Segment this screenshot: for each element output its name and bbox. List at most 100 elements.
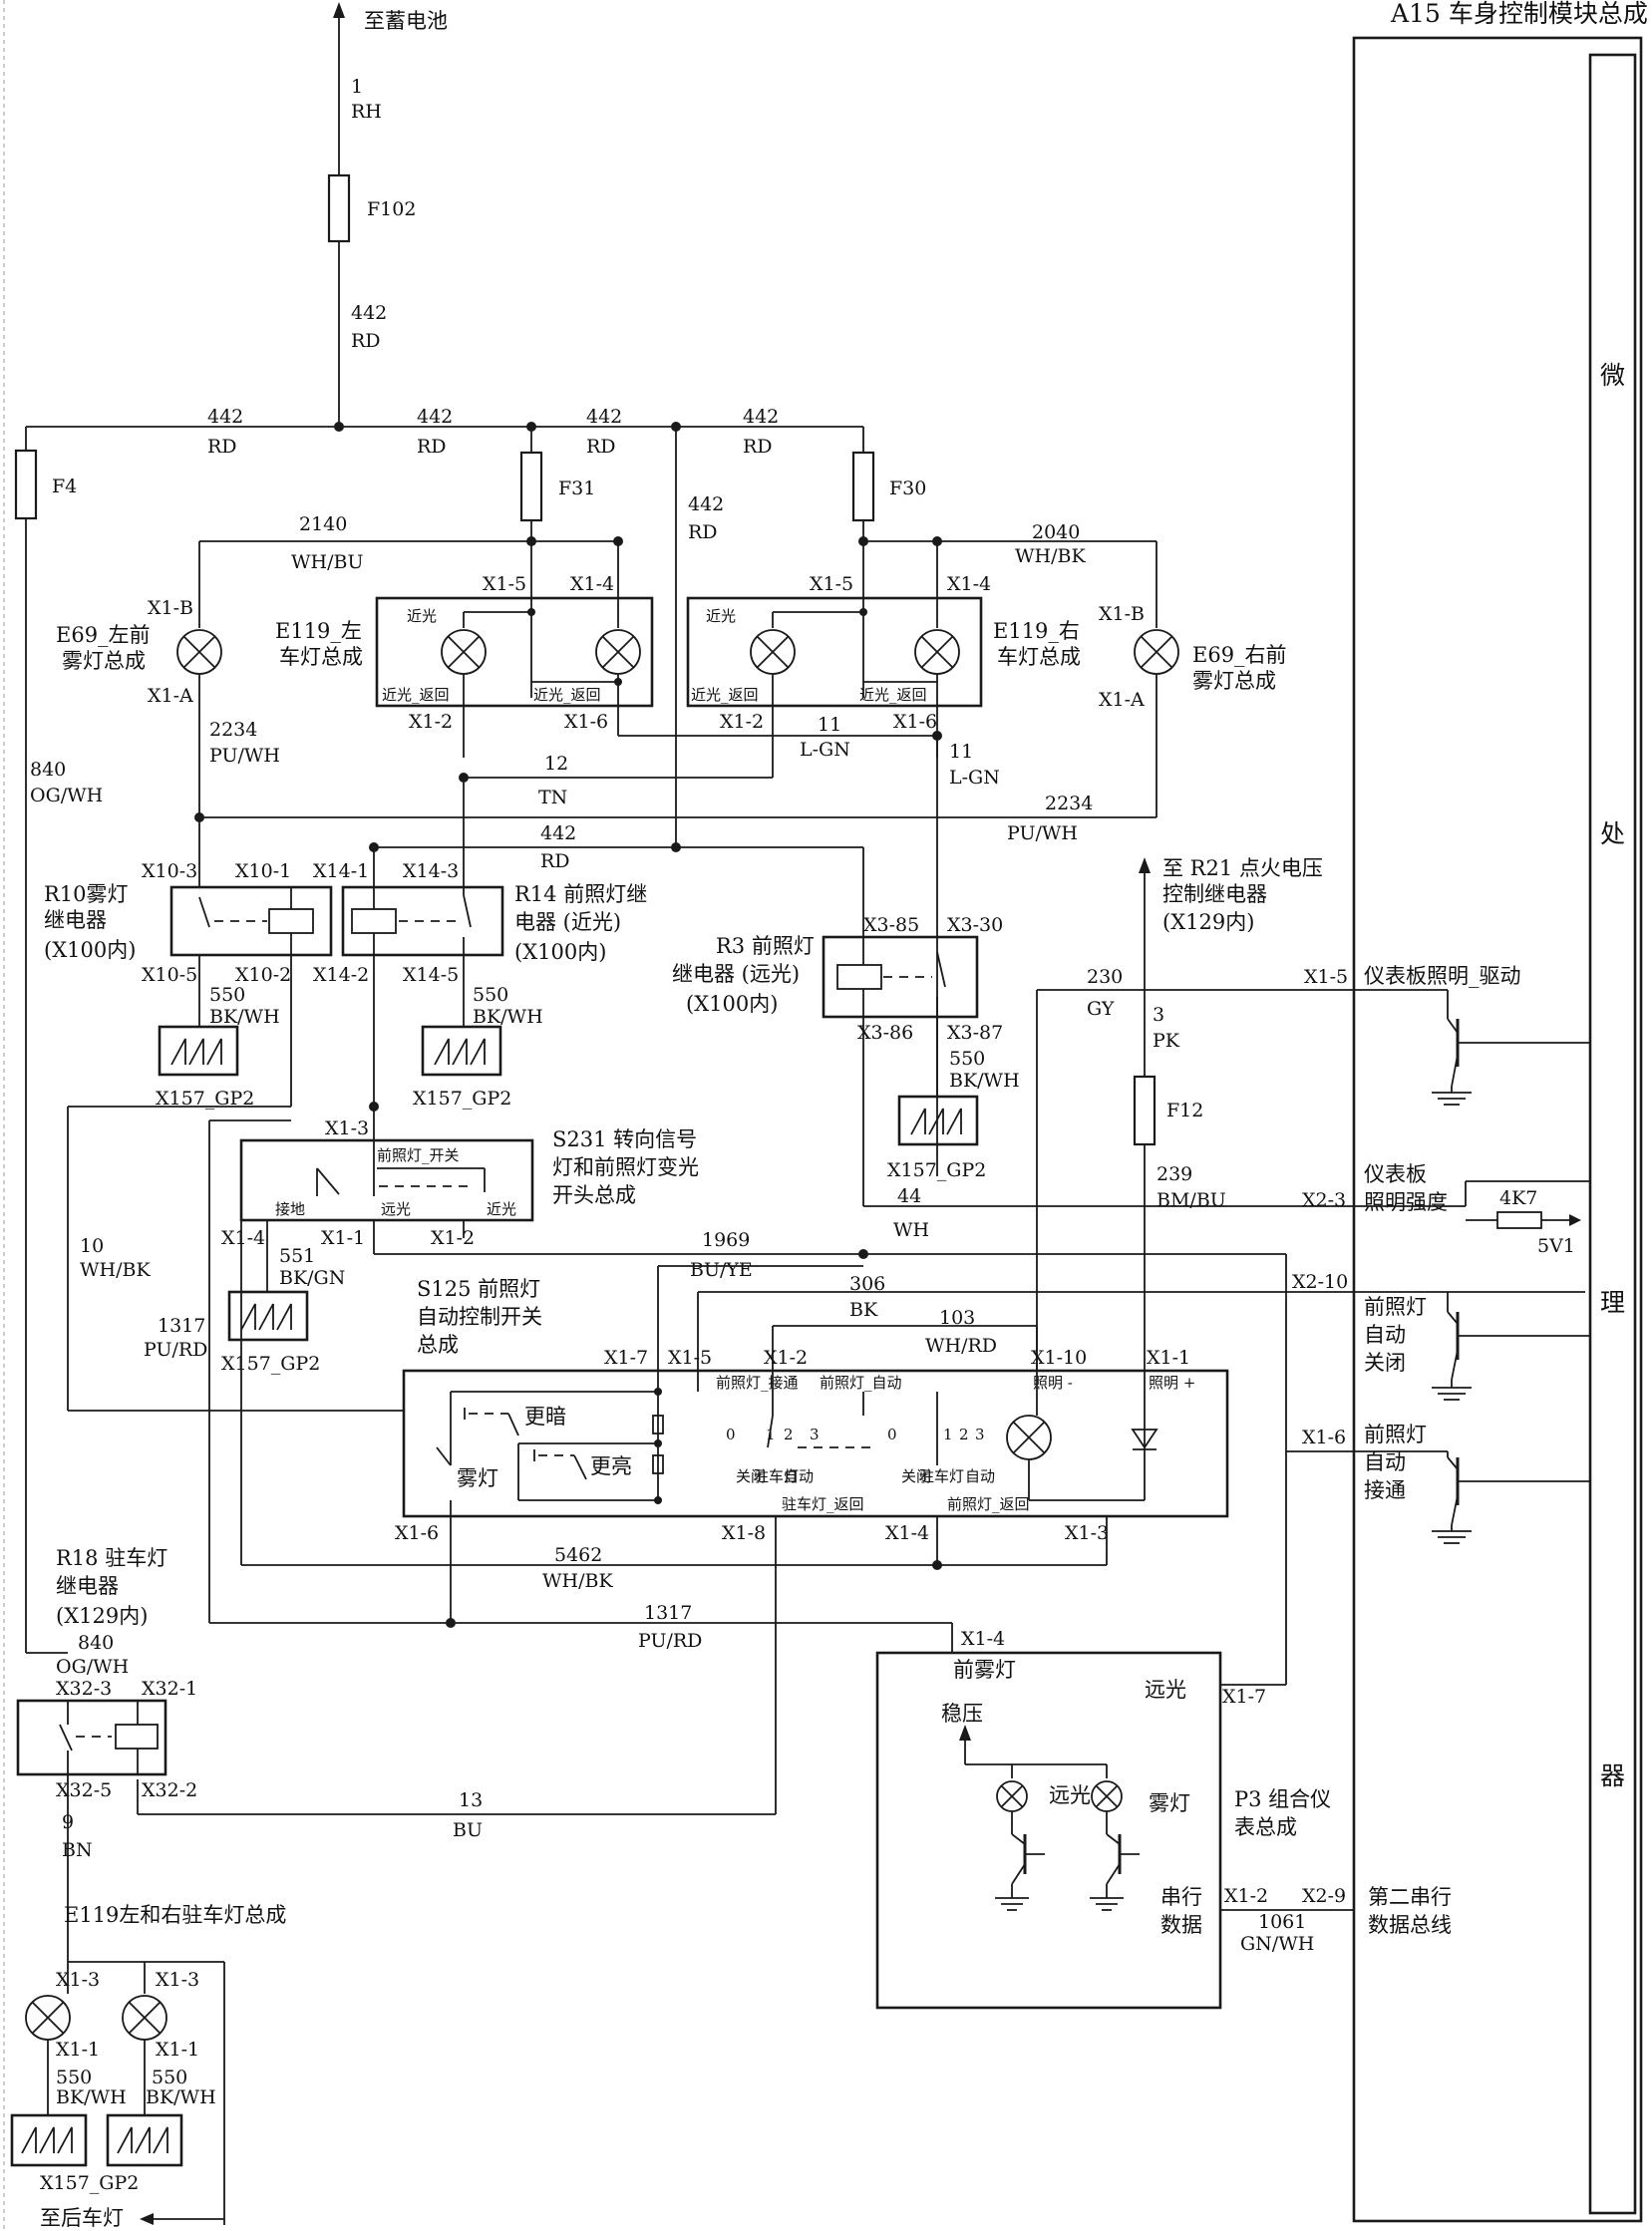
bus-rd-c: RD: [586, 436, 616, 458]
s125-off-2: 关闭: [901, 1467, 931, 1485]
e69l-pin-a: X1-A: [148, 685, 193, 707]
s125-q1: 1: [943, 1426, 953, 1443]
bcm-x210: X2-10: [1292, 1271, 1348, 1293]
bcm-res: 4K7: [1499, 1187, 1537, 1209]
park-l-550: 550: [56, 2067, 92, 2088]
bcm-head-off-3: 关闭: [1364, 1351, 1406, 1375]
battery-pin-name: RH: [351, 101, 382, 123]
bus-442-c: 442: [586, 406, 622, 428]
r10-label-2: 继电器: [44, 908, 107, 932]
s231-label-1: S231 转向信号: [552, 1127, 697, 1151]
relay-r10: X10-3 X10-1 X10-5 X10-2 R10雾灯 继电器 (X100内…: [44, 817, 333, 1411]
p3-box: [875, 1651, 1222, 2010]
bcm-head-on-1: 前照灯: [1364, 1423, 1427, 1446]
e69r-pin-a: X1-A: [1099, 689, 1145, 711]
wire-442-label: 442: [351, 302, 387, 324]
fuse-f102: [327, 173, 351, 243]
r3-x330: X3-30: [947, 914, 1003, 936]
park-l-x11: X1-1: [56, 2039, 100, 2061]
bus-442-b: 442: [417, 406, 453, 428]
park-l-bkwh: BK/WH: [56, 2086, 127, 2108]
dash-illum-drive: 230 GY X1-5 仪表板照明_驱动: [1036, 964, 1590, 1371]
r21-label-2: 控制继电器: [1162, 882, 1267, 906]
s125-park-2: 驻车灯: [919, 1467, 964, 1485]
park-r-550: 550: [152, 2067, 187, 2088]
wire-tn: TN: [538, 787, 567, 808]
e119r-x16: X1-6: [893, 711, 937, 733]
wire-306: 306 BK X2-10: [697, 1271, 1585, 1371]
e119l-x15: X1-5: [483, 573, 526, 595]
e119l-near-ret2: 近光_返回: [533, 686, 601, 704]
r18-label-1: R18 驻车灯: [56, 1546, 167, 1570]
wire-44: 44: [897, 1185, 921, 1207]
s125-x13: X1-3: [1065, 1522, 1109, 1544]
battery-label: 至蓄电池: [364, 9, 448, 33]
switch-s125: S125 前照灯 自动控制开关 总成 X1-7 X1-5 X1-2 X1-10 …: [395, 1277, 1229, 1544]
park-r-x13: X1-3: [156, 1969, 199, 1991]
bus-442-d: 442: [743, 406, 779, 428]
wire-1317-a: 1317: [158, 1315, 205, 1337]
s125-x17: X1-7: [604, 1347, 648, 1369]
headlamp-left: X1-5 X1-4 近光 近光_返回 近光_返回 X1-2 X1-6 E119_…: [275, 541, 654, 758]
e69r-pin-b: X1-B: [1099, 603, 1145, 625]
ignition-feed: 至 R21 点火电压 控制继电器 (X129内) 3 PK F12 239 BM…: [1133, 856, 1323, 1371]
p3-high: 远光: [1049, 1783, 1091, 1807]
s125-q2: 2: [959, 1426, 969, 1443]
bcm-head-off-1: 前照灯: [1364, 1295, 1427, 1319]
battery-feed: 至蓄电池 1 RH F102 442 RD: [327, 2, 448, 427]
s231-ground: 接地: [275, 1200, 305, 1218]
switch-s231: X1-3 前照灯_开关 接地 远光 近光 S231 转向信号 灯和前照灯变光 开…: [221, 1107, 1287, 1685]
s231-box: [239, 1138, 534, 1222]
park-r-x11: X1-1: [156, 2039, 199, 2061]
bus-rd-b: RD: [417, 436, 447, 458]
s125-x14: X1-4: [885, 1522, 929, 1544]
r10-ground: [158, 1025, 239, 1077]
wire-9: 9: [62, 1811, 74, 1833]
wire-ogwh-label: OG/WH: [30, 785, 103, 806]
p3-reg: 稳压: [941, 1702, 983, 1726]
r3-x387: X3-87: [947, 1022, 1003, 1044]
s125-dark: 更暗: [524, 1405, 566, 1429]
wire-purd-b: PU/RD: [638, 1630, 702, 1652]
bus-rd-a: RD: [207, 436, 237, 458]
wire-840-label: 840: [30, 759, 66, 781]
fuse-f12: [1133, 1075, 1156, 1146]
bcm-module: A15 车身控制模块总成 微 处 理 器: [1352, 0, 1648, 2223]
wire-1969-num: 1969: [702, 1229, 750, 1251]
e119p-label: E119左和右驻车灯总成: [64, 1903, 286, 1927]
s125-x11: X1-1: [1147, 1347, 1190, 1369]
wire-bn: BN: [62, 1839, 93, 1861]
r18-box: [16, 1699, 167, 1776]
r3-x385: X3-85: [863, 914, 919, 936]
park-r-ground: [106, 2113, 183, 2167]
s125-automatic-1: 自动: [784, 1467, 814, 1485]
fuse-f4: [14, 449, 38, 520]
bcm-bus-1: 第二串行: [1368, 1885, 1452, 1909]
r3-wire-bkwh: BK/WH: [949, 1070, 1020, 1092]
fuse-f12-label: F12: [1166, 1100, 1203, 1121]
wire-2040-label: 2040: [1032, 521, 1080, 543]
s125-fog: 雾灯: [457, 1466, 498, 1490]
r10-box: [169, 885, 333, 957]
bus-rd-d: RD: [743, 436, 773, 458]
power-bus: 442 RD 442 RD 442 RD 442 RD F4 840 OG/WH…: [14, 406, 1156, 1653]
e119r-x14: X1-4: [947, 573, 991, 595]
bcm-headlamp-auto: 前照灯 自动 关闭 X1-6 前照灯 自动 接通: [1286, 1292, 1590, 1544]
s125-label-2: 自动控制开关: [417, 1305, 542, 1329]
fuse-f4-label: F4: [52, 476, 77, 497]
r14-label-3: (X100内): [514, 940, 606, 964]
wire-230: 230: [1087, 966, 1123, 988]
s125-bright: 更亮: [590, 1454, 632, 1478]
r14-label-2: 电器 (近光): [514, 910, 621, 934]
battery-pin: 1: [351, 76, 363, 98]
wire-2234-left: 2234: [209, 719, 257, 741]
wire-rd-relay: RD: [540, 850, 570, 872]
e119r-label-1: E119_右: [993, 619, 1080, 643]
park-ground-label: X157_GP2: [40, 2172, 139, 2194]
s125-automatic-2: 自动: [965, 1467, 995, 1485]
wire-gnwh: GN/WH: [1240, 1933, 1314, 1955]
wire-rd-center: RD: [688, 521, 718, 543]
s231-label-2: 灯和前照灯变光: [552, 1155, 699, 1179]
relay-r18: R18 驻车灯 继电器 (X129内) 840 OG/WH X32-3 X32-…: [16, 1546, 286, 1962]
relay-r3: X3-85 X3-30 X3-86 X3-87 R3 前照灯 继电器 (远光) …: [672, 914, 1020, 1206]
